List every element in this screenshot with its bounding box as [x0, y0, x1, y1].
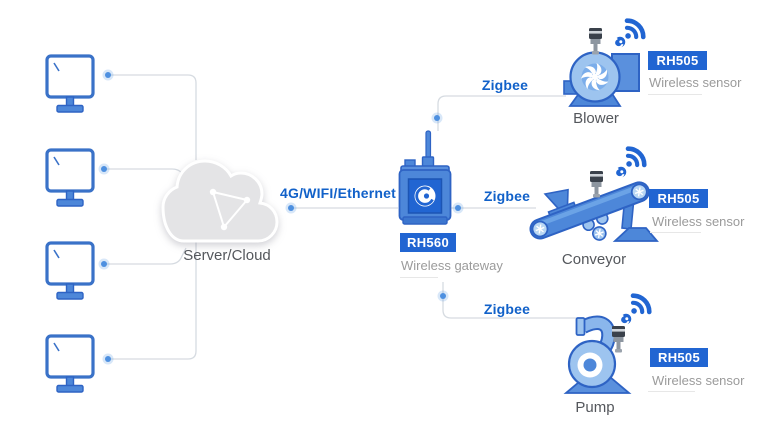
- caption-divider: [648, 94, 702, 95]
- blower-icon: [563, 51, 640, 107]
- connection-line: [110, 74, 197, 160]
- sensor-caption-conveyor: Wireless sensor: [652, 214, 745, 229]
- cloud-network-triangle: [209, 188, 251, 231]
- zigbee-link-label-conveyor: Zigbee: [483, 188, 531, 204]
- cloud-icon: [161, 159, 279, 243]
- gateway-badge: RH560: [400, 233, 456, 252]
- gateway-icon: [398, 130, 452, 225]
- zigbee-link-label-blower: Zigbee: [481, 77, 529, 93]
- caption-divider: [400, 277, 438, 278]
- conveyor-icon: [529, 181, 659, 242]
- connection-line: [437, 95, 566, 131]
- caption-divider: [650, 232, 701, 233]
- cloud-label: Server/Cloud: [183, 247, 271, 264]
- machine-label-blower: Blower: [573, 110, 619, 127]
- connection-line: [110, 236, 197, 360]
- connection-dot: [285, 202, 297, 214]
- brand-logo-icon: [614, 165, 628, 179]
- sensor-probe-icon: [612, 326, 625, 353]
- sensor-probe-icon: [589, 28, 602, 55]
- sensor-probe-icon: [590, 171, 603, 198]
- connection-lines: [106, 74, 579, 360]
- caption-divider: [648, 391, 695, 392]
- brand-logo-icon: [414, 185, 436, 207]
- gateway-caption: Wireless gateway: [401, 258, 503, 273]
- connection-dot: [102, 353, 114, 365]
- machine-label-pump: Pump: [575, 399, 615, 416]
- zigbee-link-label-pump: Zigbee: [483, 301, 531, 317]
- sensor-badge-pump: RH505: [650, 348, 708, 367]
- sensor-badge-conveyor: RH505: [649, 189, 708, 208]
- connection-dot: [98, 258, 110, 270]
- workstation-icon: [45, 334, 95, 394]
- connection-dot: [431, 112, 443, 124]
- machine-label-conveyor: Conveyor: [561, 251, 627, 268]
- connection-dot: [437, 290, 449, 302]
- sensor-caption-blower: Wireless sensor: [649, 75, 742, 90]
- pump-icon: [563, 315, 632, 394]
- brand-logo-icon: [619, 312, 633, 326]
- connection-line: [106, 168, 188, 184]
- wan-link-label: 4G/WIFI/Ethernet: [280, 185, 396, 201]
- connection-dot: [452, 202, 464, 214]
- workstation-icon: [45, 148, 95, 208]
- connection-line: [442, 282, 579, 319]
- workstation-icon: [45, 54, 95, 114]
- sensor-badge-blower: RH505: [648, 51, 707, 70]
- connection-dot: [102, 69, 114, 81]
- connection-line: [106, 247, 187, 265]
- sensor-caption-pump: Wireless sensor: [652, 373, 745, 388]
- connection-dot: [98, 163, 110, 175]
- brand-logo-icon: [613, 35, 627, 49]
- workstation-icon: [45, 241, 95, 301]
- blower-impeller: [581, 63, 609, 91]
